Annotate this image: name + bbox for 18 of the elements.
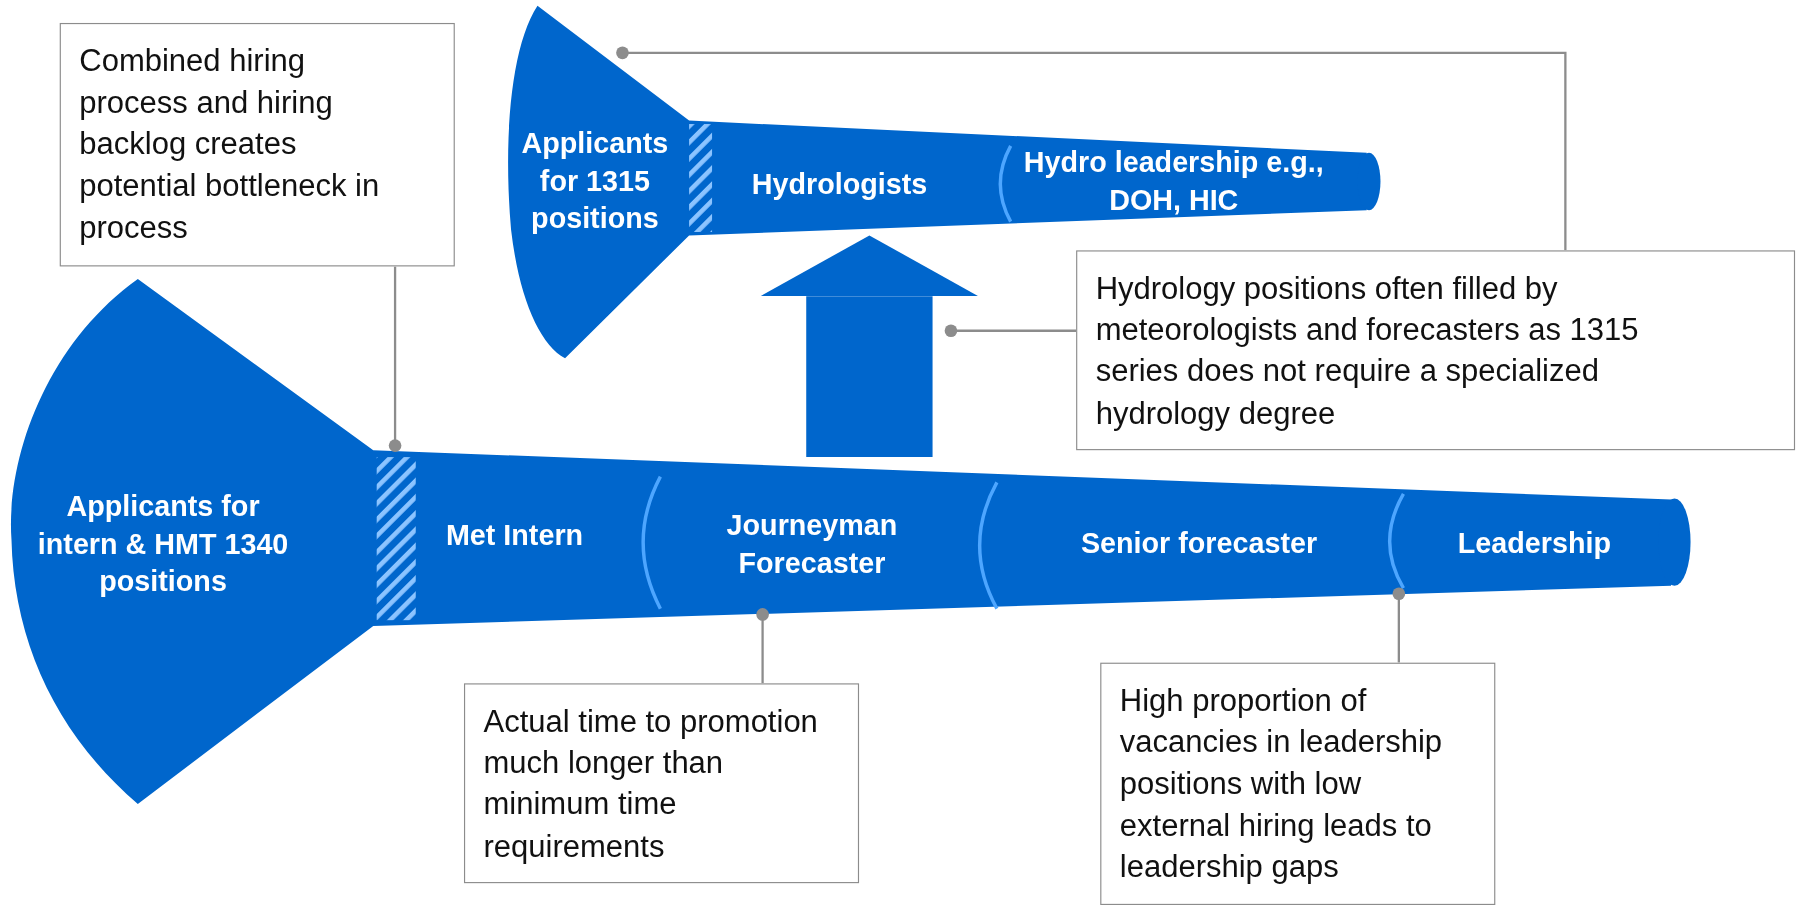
leader-line — [1392, 587, 1406, 663]
stage-label: Hydrologists — [750, 166, 929, 202]
stage-label: Hydro leadership e.g., DOH, HIC — [1022, 144, 1325, 217]
callout-box: Hydrology positions often filled by meteorologists and forecasters as 1315 series does not require a specialized hydrology degree — [1076, 250, 1796, 451]
callout-box: Actual time to promotion much longer than minimum time requirements — [464, 683, 860, 884]
leader-line — [944, 324, 1077, 338]
stage-label: Applicants for 1315 positions — [520, 125, 670, 236]
leader-line — [388, 266, 402, 452]
stage-label: Journeyman Forecaster — [725, 507, 899, 580]
callout-box: High proportion of vacancies in leadership positions with low external hiring leads to leadership gaps — [1100, 662, 1496, 905]
stage-label: Leadership — [1456, 525, 1612, 561]
leader-line — [756, 608, 769, 684]
leader-line — [616, 46, 1567, 251]
branch-arrow — [760, 235, 979, 458]
stage-label: Met Intern — [444, 517, 585, 553]
callout-box: Combined hiring process and hiring backlog creates potential bottleneck in process — [59, 22, 455, 267]
stage-label: Applicants for intern & HMT 1340 positions — [36, 488, 290, 599]
stage-label: Senior forecaster — [1079, 525, 1319, 561]
